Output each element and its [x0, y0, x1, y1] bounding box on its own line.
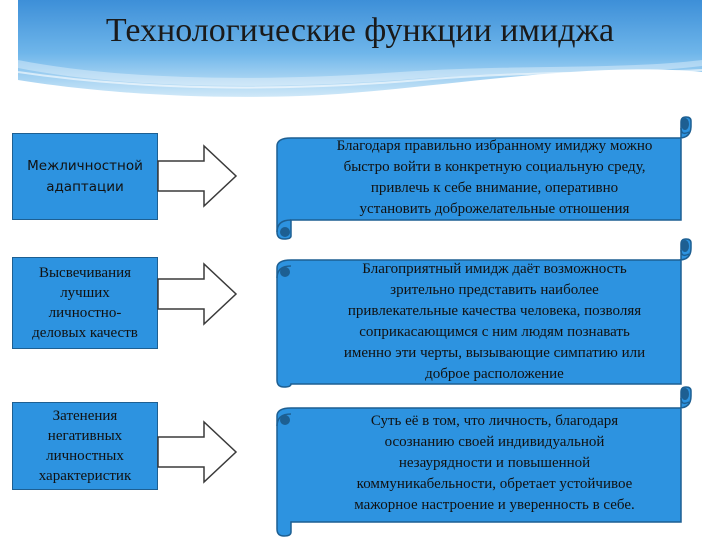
header-banner: [17, 0, 703, 97]
function-label-box: Межличностной адаптации: [12, 133, 158, 220]
description-line: Суть её в том, что личность, благодаря: [370, 413, 619, 429]
function-label-line: Высвечивания: [38, 265, 132, 281]
function-label-line: Затенения: [52, 408, 118, 424]
description-line: именно эти черты, вызывающие симпатию ил…: [343, 345, 646, 361]
description-line: быстро войти в конкретную социальную сре…: [343, 159, 646, 175]
description-scroll: Суть её в том, что личность, благодаря о…: [275, 386, 702, 538]
function-label-line: личностно-: [48, 305, 122, 321]
description-scroll: Благоприятный имидж даёт возможность зри…: [275, 238, 702, 388]
right-arrow-icon: [157, 420, 238, 484]
description-scroll: Благодаря правильно избранному имиджу мо…: [275, 116, 702, 240]
description-line: зрительно представить наиболее: [390, 282, 599, 298]
right-arrow-icon: [157, 262, 238, 326]
description-line: мажорное настроение и уверенность в себе…: [354, 497, 635, 513]
description-line: соприкасающимся с ним людям познавать: [359, 324, 630, 340]
description-line: доброе расположение: [425, 366, 564, 382]
description-line: привлекательные качества человека, позво…: [347, 303, 642, 319]
function-label-line: негативных: [47, 428, 123, 444]
function-label-line: лучших: [60, 285, 110, 301]
description-line: установить доброжелательные отношения: [359, 201, 630, 217]
description-line: Благодаря правильно избранному имиджу мо…: [336, 138, 653, 154]
function-label-line: адаптации: [46, 178, 124, 195]
function-label-box: Затенения негативных личностных характер…: [12, 402, 158, 490]
function-label-box: Высвечивания лучших личностно- деловых к…: [12, 257, 158, 349]
description-line: коммуникабельности, обретает устойчивое: [356, 476, 633, 492]
function-label-line: Межличностной: [27, 157, 143, 174]
right-arrow-icon: [157, 144, 238, 208]
function-label-line: характеристик: [38, 468, 132, 484]
function-label-line: деловых качеств: [32, 325, 138, 341]
description-line: осознанию своей индивидуальной: [384, 434, 605, 450]
description-line: незаурядности и повышенной: [398, 455, 591, 471]
description-line: привлечь к себе внимание, оперативно: [370, 180, 619, 196]
page-title: Технологические функции имиджа: [105, 12, 615, 49]
description-line: Благоприятный имидж даёт возможность: [362, 261, 627, 277]
function-label-line: личностных: [46, 448, 124, 464]
